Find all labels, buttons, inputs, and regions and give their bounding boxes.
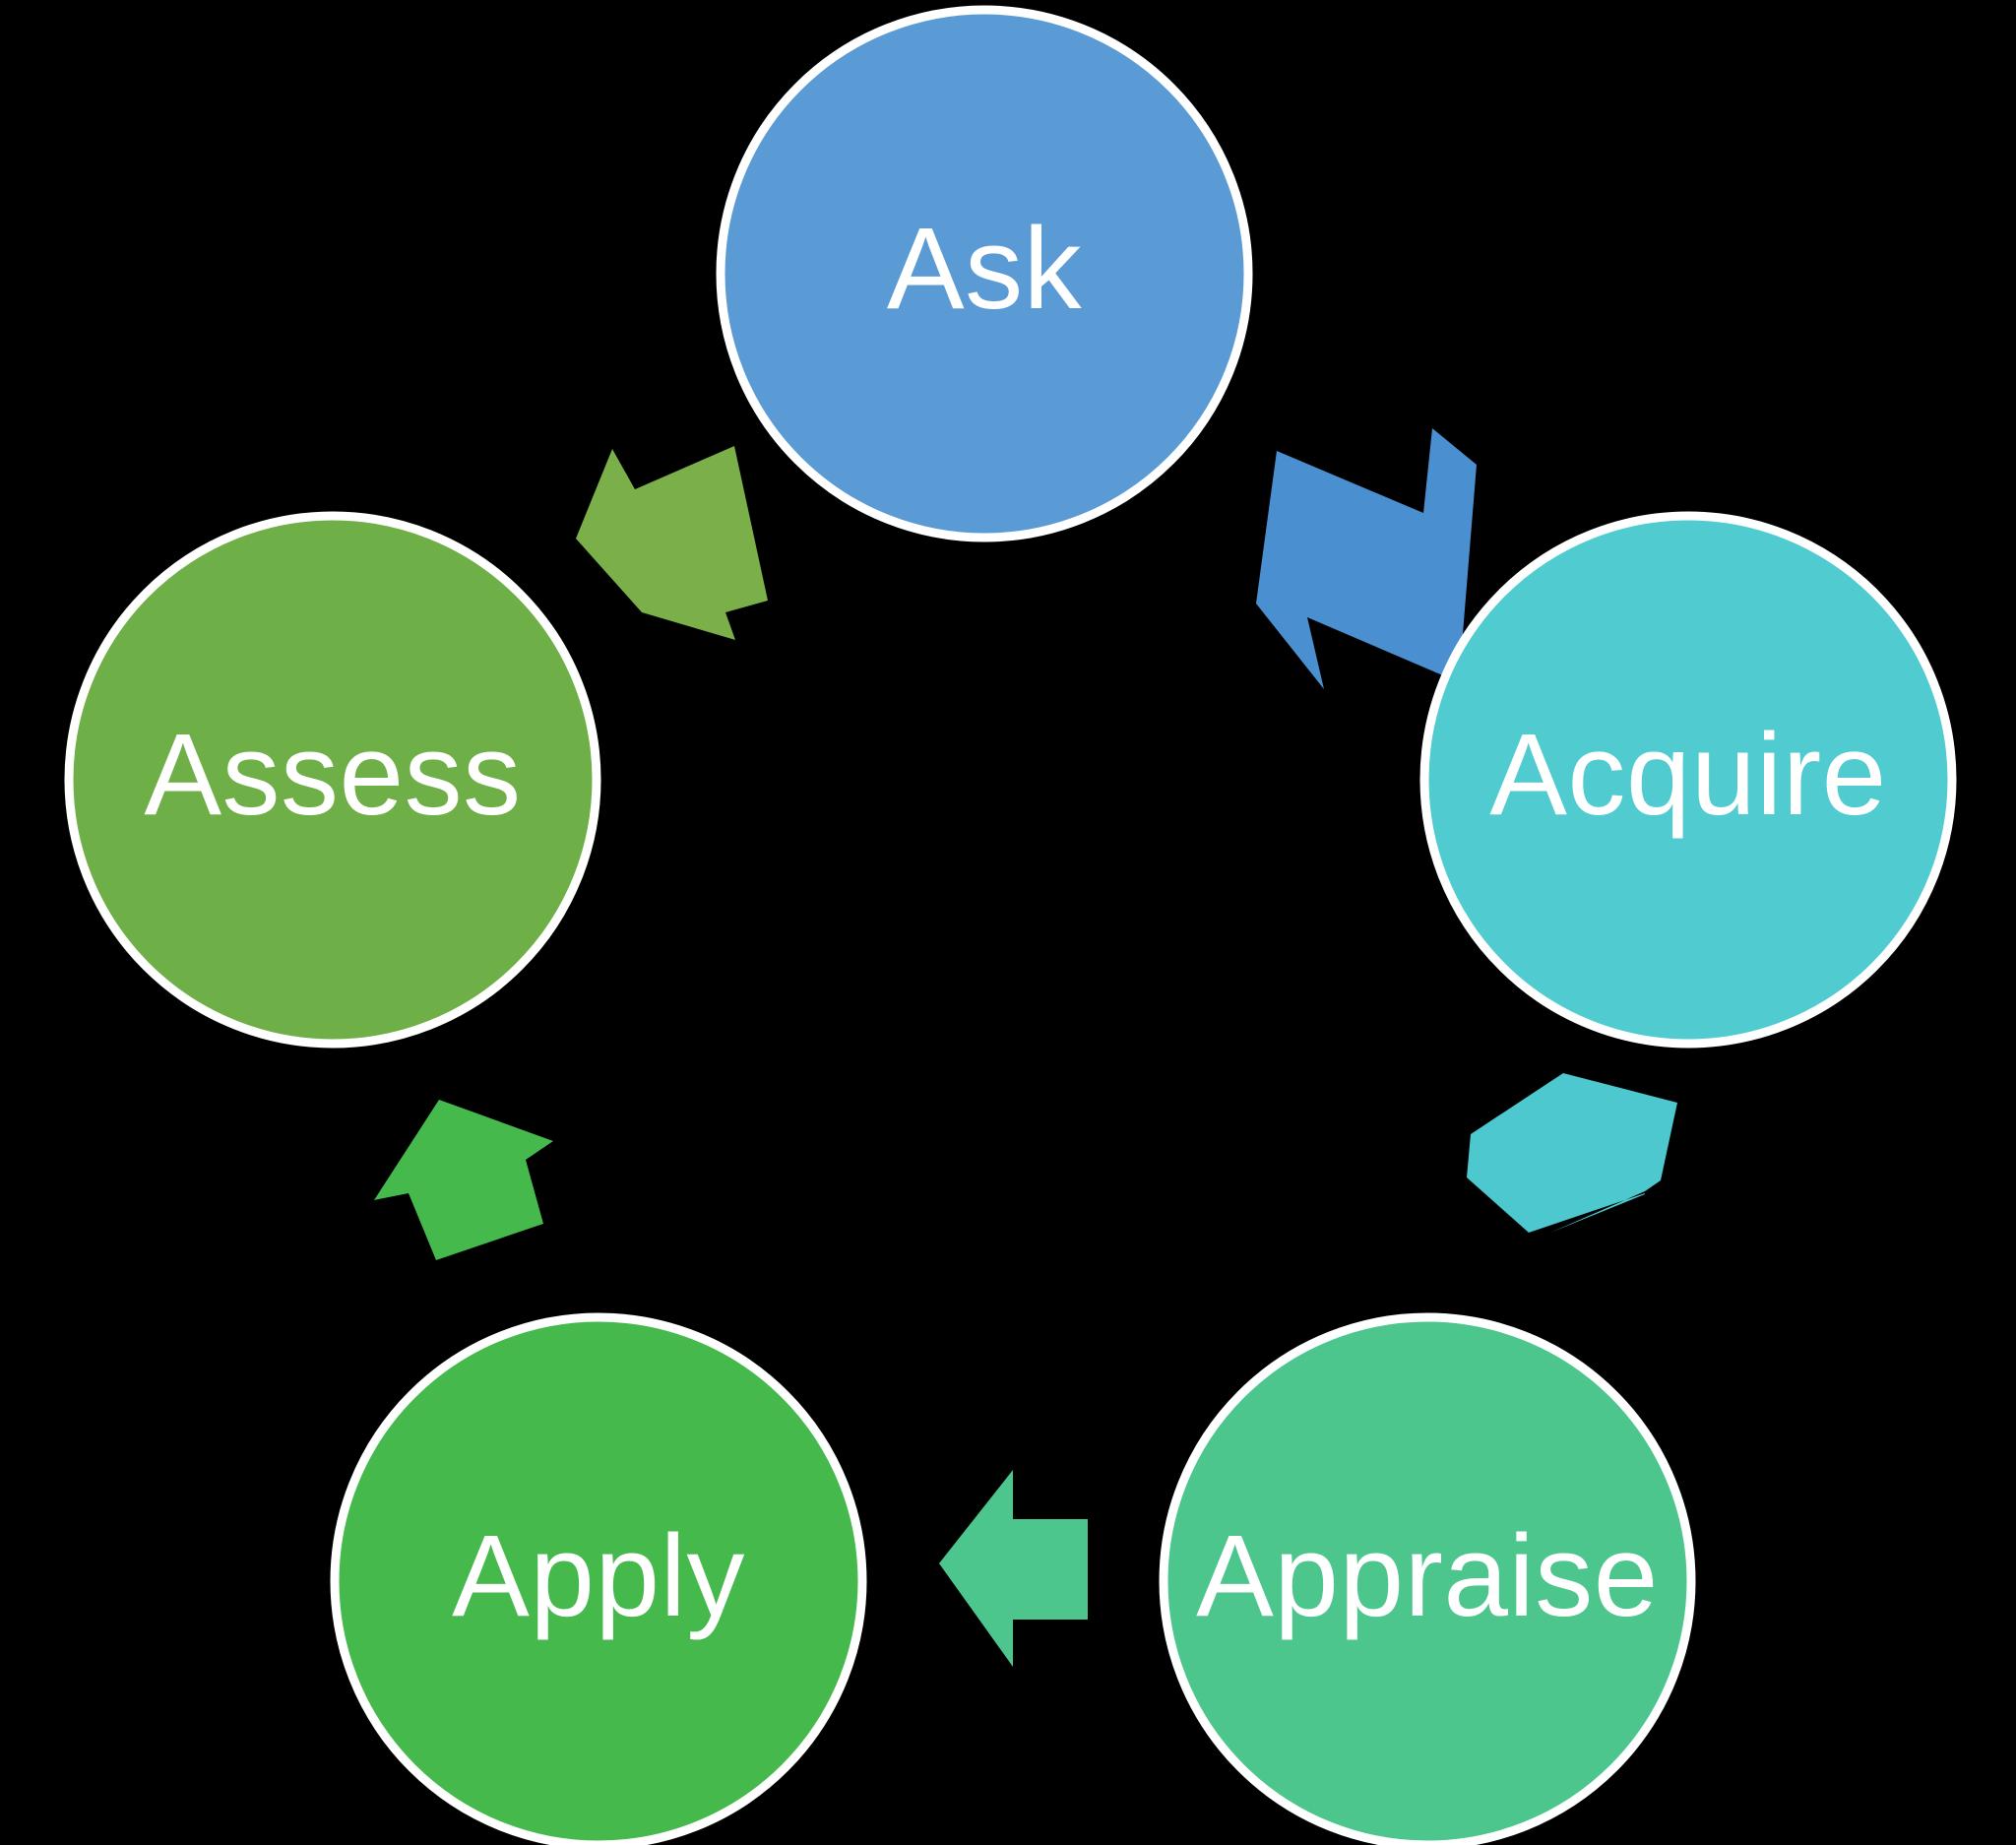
- node-appraise-circle: [1159, 1312, 1696, 1845]
- arrow-ask-to-acquire[interactable]: [1256, 428, 1477, 689]
- node-apply[interactable]: Apply: [330, 1312, 867, 1845]
- node-acquire[interactable]: Acquire: [1419, 511, 1957, 1049]
- node-group: Ask Acquire Appraise Apply Assess: [64, 5, 1957, 1845]
- node-appraise-label: Appraise: [1196, 1511, 1659, 1641]
- node-ask[interactable]: Ask: [716, 5, 1253, 542]
- arrow-assess-to-ask-shape: [576, 446, 768, 640]
- node-appraise[interactable]: Appraise: [1159, 1312, 1696, 1845]
- node-acquire-label: Acquire: [1489, 710, 1887, 840]
- node-acquire-circle: [1419, 511, 1957, 1049]
- node-assess-circle: [64, 511, 601, 1049]
- arrow-appraise-to-apply-shape: [939, 1470, 1088, 1667]
- node-apply-circle: [330, 1312, 867, 1845]
- node-assess-label: Assess: [144, 710, 521, 840]
- node-assess[interactable]: Assess: [64, 511, 601, 1049]
- arrow-group: [374, 428, 1677, 1667]
- node-ask-label: Ask: [887, 204, 1083, 334]
- arrow-apply-to-assess-shape: [374, 1100, 553, 1260]
- arrow-acquire-to-appraise-shape: [1467, 1073, 1677, 1233]
- arrow-apply-to-assess[interactable]: [374, 1100, 553, 1260]
- arrow-appraise-to-apply[interactable]: [939, 1470, 1088, 1667]
- arrow-ask-to-acquire-shape: [1256, 428, 1477, 689]
- node-ask-circle: [716, 5, 1253, 542]
- arrow-acquire-to-appraise[interactable]: [1467, 1073, 1677, 1233]
- arrow-assess-to-ask[interactable]: [576, 446, 768, 640]
- node-apply-label: Apply: [452, 1511, 745, 1641]
